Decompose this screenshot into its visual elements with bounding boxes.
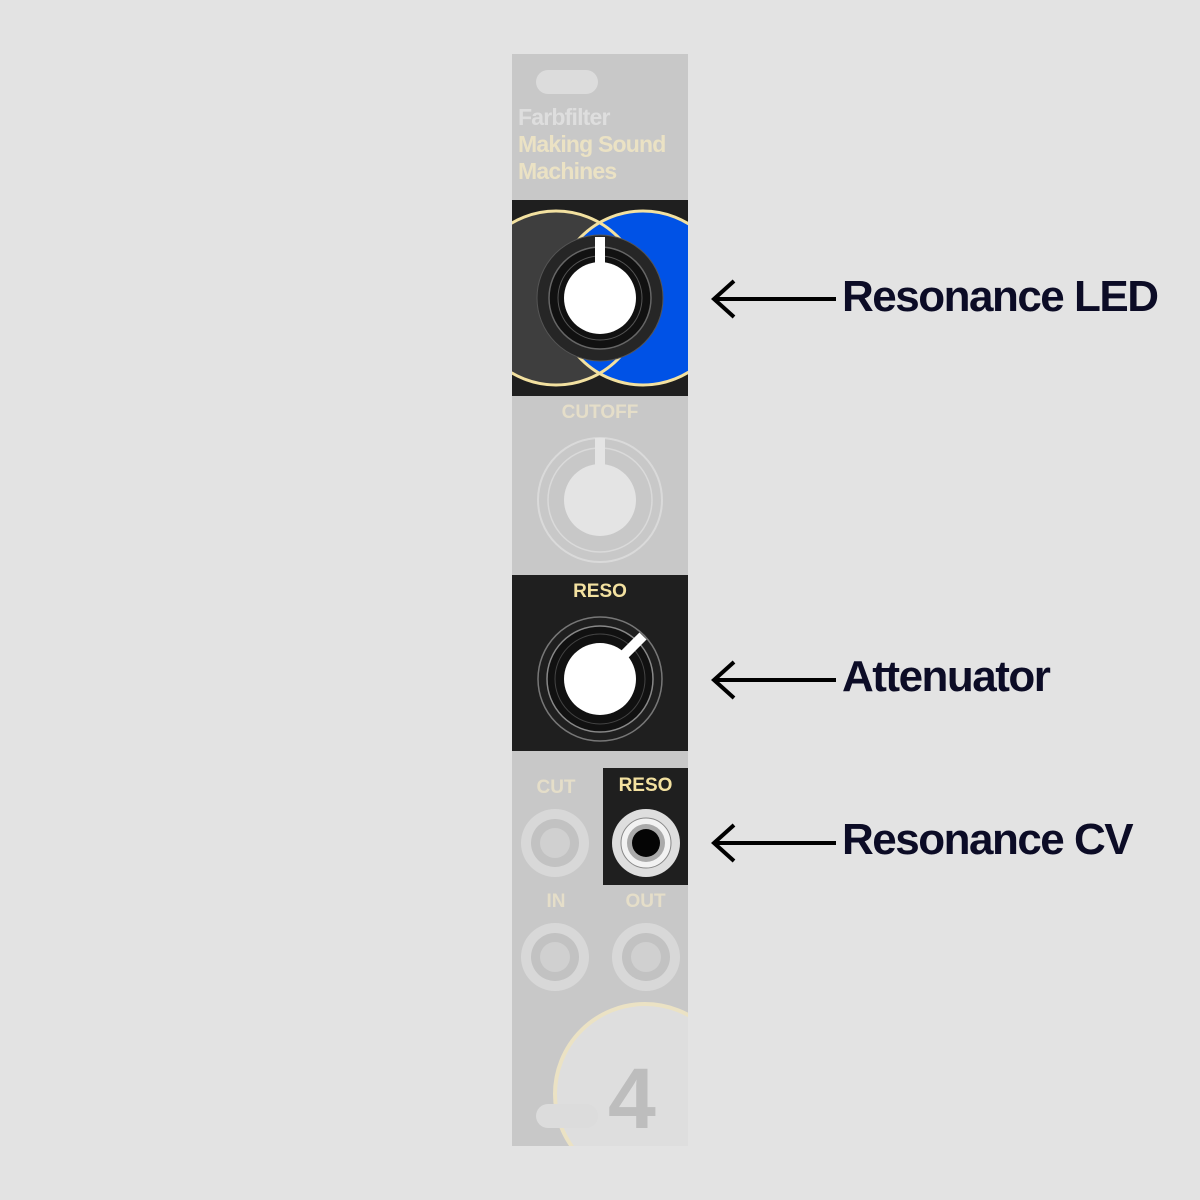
resonance-cv-annotation: Resonance CV	[842, 815, 1132, 865]
brand-text: Farbfilter Making Sound Machines	[518, 104, 666, 185]
cutoff-knob-pointer	[595, 438, 605, 488]
out-jack[interactable]	[631, 942, 661, 972]
resonance-led-section	[512, 200, 688, 396]
out-jack-label: OUT	[603, 891, 688, 913]
mounting-hole-bottom	[536, 1104, 598, 1128]
in-jack-label: IN	[512, 891, 600, 913]
arrow-icon	[708, 821, 848, 865]
brand-line-3: Machines	[518, 158, 666, 185]
module-name: Farbfilter	[518, 104, 666, 131]
cut-jack-label: CUT	[512, 777, 600, 799]
attenuator-annotation: Attenuator	[842, 652, 1049, 702]
reso-cv-jack[interactable]	[632, 829, 660, 857]
module-panel: Farbfilter Making Sound Machines CUTOFF …	[512, 54, 688, 1146]
in-jack[interactable]	[540, 942, 570, 972]
attenuator-section: RESO	[512, 575, 688, 751]
arrow-icon	[708, 277, 848, 321]
led-knob-pointer	[595, 237, 605, 287]
hp-number: 4	[608, 1054, 656, 1144]
arrow-icon	[708, 658, 848, 702]
mounting-hole-top	[536, 70, 598, 94]
resonance-cv-section: RESO	[603, 768, 688, 885]
brand-line-2: Making Sound	[518, 131, 666, 158]
resonance-led-annotation: Resonance LED	[842, 272, 1157, 322]
cut-cv-jack[interactable]	[540, 828, 570, 858]
